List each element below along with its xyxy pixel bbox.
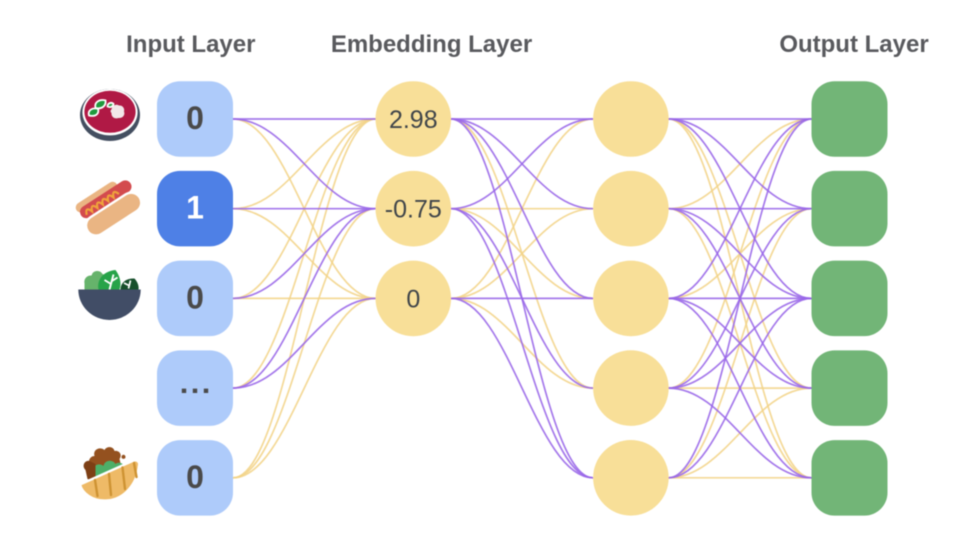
- svg-text:Input Layer: Input Layer: [126, 31, 255, 58]
- svg-text:Embedding Layer: Embedding Layer: [331, 31, 532, 58]
- svg-text:Output Layer: Output Layer: [779, 31, 928, 58]
- svg-text:0: 0: [186, 279, 204, 315]
- svg-text:0: 0: [186, 459, 204, 495]
- svg-text:0: 0: [406, 285, 420, 313]
- svg-text:1: 1: [186, 190, 204, 226]
- svg-text:0: 0: [186, 100, 204, 136]
- svg-text:2.98: 2.98: [389, 106, 438, 134]
- svg-text:-0.75: -0.75: [385, 196, 442, 224]
